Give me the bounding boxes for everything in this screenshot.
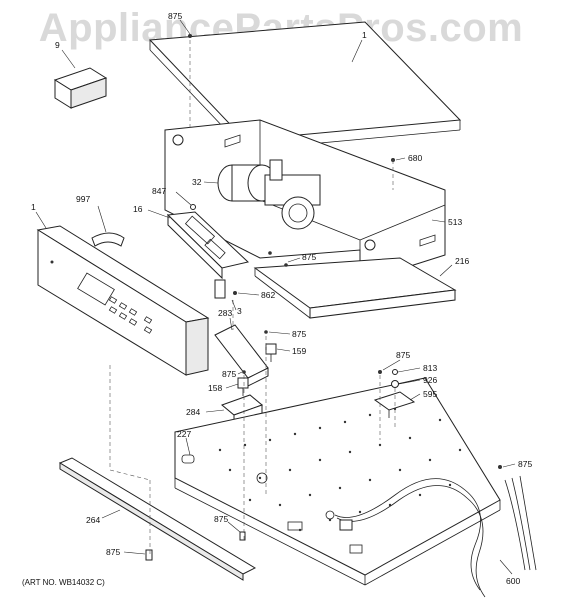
callout-680: 680 — [408, 153, 422, 163]
callout-875-mid: 875 — [302, 252, 316, 262]
screw-862[interactable] — [233, 291, 237, 295]
callout-1: 1 — [31, 202, 36, 212]
part-216-shelf[interactable] — [253, 257, 457, 319]
part-926-washer[interactable] — [391, 380, 399, 388]
callout-926: 926 — [423, 375, 437, 385]
part-600-wire-harness[interactable] — [334, 475, 537, 598]
callout-875-bl: 875 — [106, 547, 120, 557]
screw-847[interactable] — [190, 204, 196, 210]
screw-875-r[interactable] — [378, 370, 382, 374]
callout-216: 216 — [455, 256, 469, 266]
callout-875-a: 875 — [292, 329, 306, 339]
screw-875-mid[interactable] — [268, 251, 288, 267]
screw-875-a[interactable] — [264, 330, 268, 334]
callout-875-far: 875 — [518, 459, 532, 469]
screw-875-bl[interactable] — [145, 549, 153, 561]
part-595-bracket[interactable] — [373, 391, 416, 418]
callout-284: 284 — [186, 407, 200, 417]
callouts: 9 875 1 680 32 847 997 16 1 513 875 216 … — [31, 11, 532, 586]
callout-159: 159 — [292, 346, 306, 356]
callout-875-low: 875 — [214, 514, 228, 524]
callout-813: 813 — [423, 363, 437, 373]
callout-3: 3 — [237, 306, 242, 316]
callout-16: 16 — [133, 204, 143, 214]
part-9-box[interactable] — [53, 67, 108, 109]
part-3-connector[interactable] — [214, 279, 226, 299]
part-264-trim-strip[interactable] — [58, 457, 257, 581]
part-227-base-pan[interactable] — [174, 377, 501, 586]
screw-875-top[interactable] — [188, 34, 192, 38]
callout-997: 997 — [76, 194, 90, 204]
screw-875-far[interactable] — [498, 465, 502, 469]
part-1-control-panel[interactable] — [36, 225, 210, 376]
part-16-control-board[interactable] — [166, 211, 250, 280]
part-997-clip[interactable] — [91, 232, 125, 247]
part-32-blower-fan[interactable] — [217, 159, 321, 230]
part-813-screw[interactable] — [392, 369, 398, 375]
callout-9: 9 — [55, 40, 60, 50]
callout-595: 595 — [423, 389, 437, 399]
part-159-sensor[interactable] — [265, 343, 277, 362]
callout-600: 600 — [506, 576, 520, 586]
part-158-sensor[interactable] — [237, 377, 249, 396]
screw-875-b[interactable] — [242, 370, 246, 374]
art-number: (ART NO. WB14032 C) — [22, 578, 105, 587]
callout-875-r: 875 — [396, 350, 410, 360]
callout-875-b: 875 — [222, 369, 236, 379]
callout-264: 264 — [86, 515, 100, 525]
leader-lines — [35, 19, 516, 575]
callout-32: 32 — [192, 177, 202, 187]
callout-158: 158 — [208, 383, 222, 393]
callout-283: 283 — [218, 308, 232, 318]
callout-227: 227 — [177, 429, 191, 439]
part-283-bracket[interactable] — [214, 324, 269, 387]
callout-513: 513 — [448, 217, 462, 227]
callout-847: 847 — [152, 186, 166, 196]
assembly-guides — [109, 40, 396, 555]
callout-875-top: 875 — [168, 11, 182, 21]
callout-1-top: 1 — [362, 30, 367, 40]
callout-862: 862 — [261, 290, 275, 300]
